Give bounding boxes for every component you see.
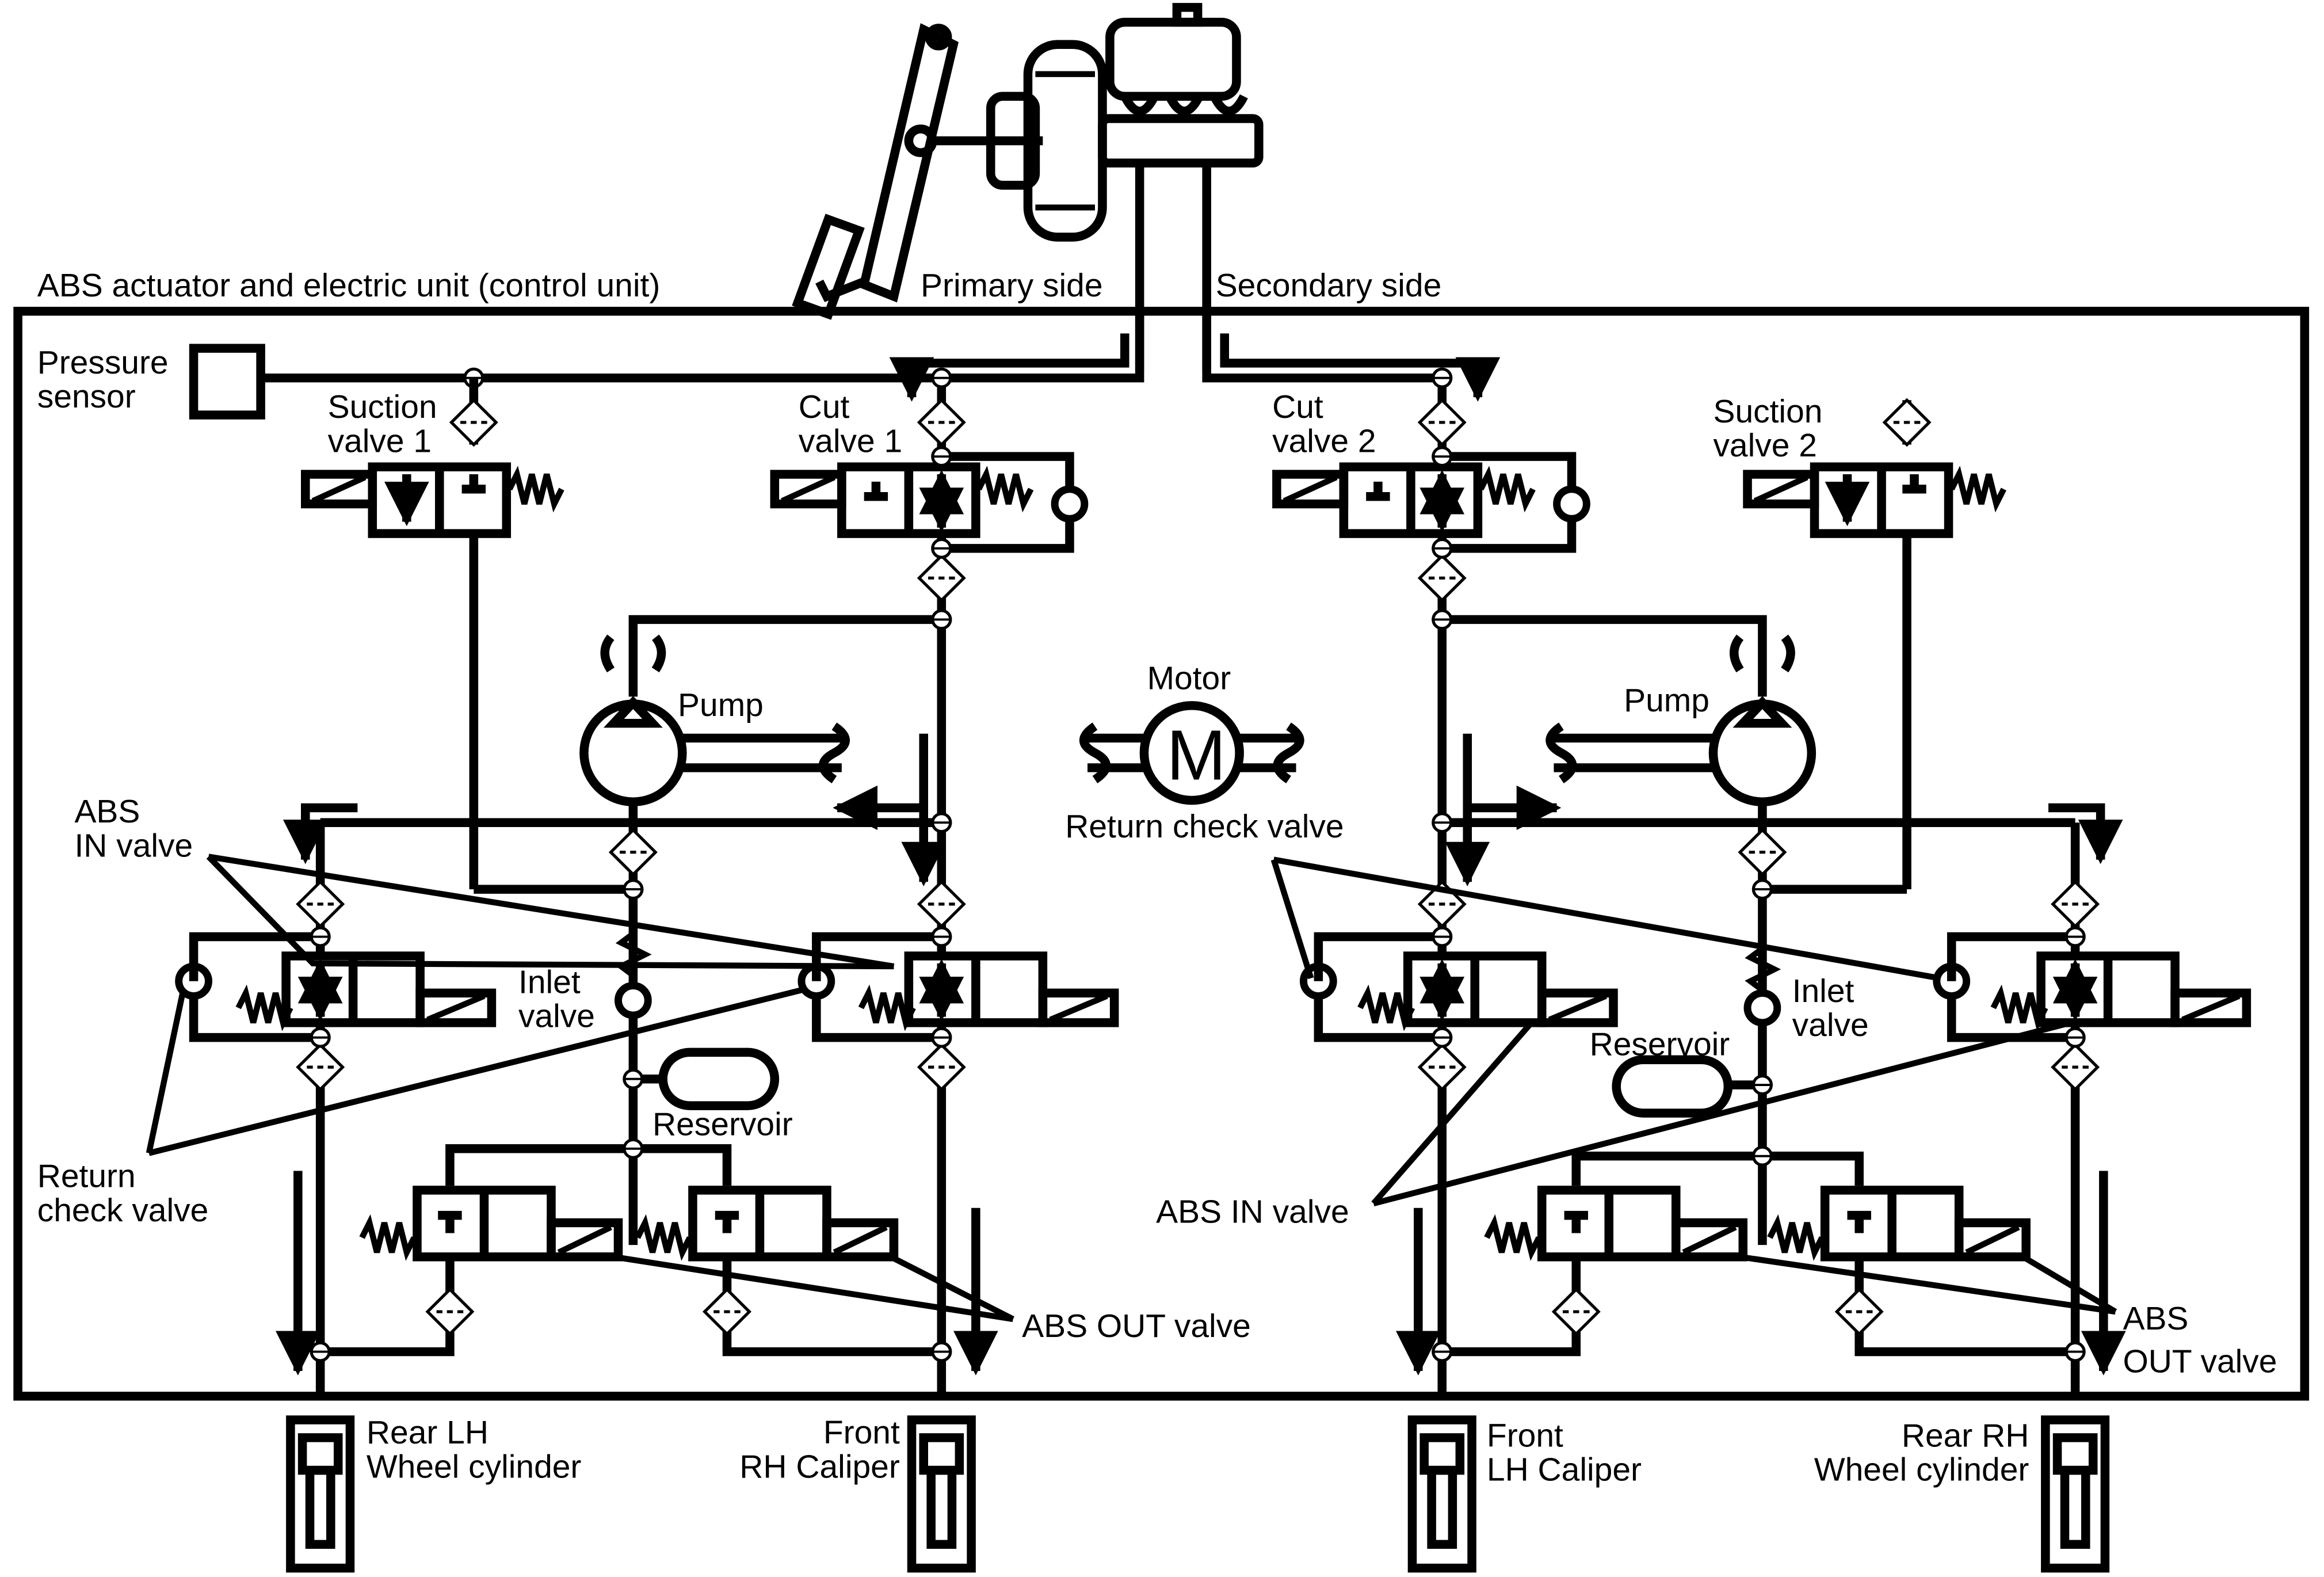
inlet-valve-right-label-1: Inlet [1792,973,1854,1010]
return-check-left-label-1: Return [37,1159,136,1195]
motor-symbol: M [1166,716,1226,795]
pressure-sensor-label-2: sensor [37,379,136,415]
inlet-valve-left [615,931,652,1019]
abs-in-right-label: ABS IN valve [1156,1194,1349,1231]
inlet-valve-right [1743,946,1781,1027]
motor [1079,701,1304,805]
abs-in-left-label-2: IN valve [74,828,193,864]
abs-out-valve-rear-rh [1767,1186,2031,1262]
flow-arrows [275,733,2126,1376]
suction-valve-2 [1743,462,2006,538]
inlet-valve-right-label-2: valve [1792,1007,1869,1043]
abs-out-valve-front-rh [635,1186,899,1262]
front-lh-label-2: LH Caliper [1487,1452,1642,1488]
cut-valve-1-label-2: valve 1 [799,424,902,460]
abs-in-valve-rear-rh [1933,932,2252,1042]
pump-right [1545,634,1817,806]
cut-valve-1-label-1: Cut [799,389,850,425]
pump-right-label: Pump [1624,683,1709,719]
inlet-valve-left-label-1: Inlet [518,965,581,1001]
secondary-side-label: Secondary side [1216,268,1442,304]
suction-valve-1 [300,462,564,538]
suction-valve-2-label-2: valve 2 [1713,428,1817,464]
return-check-valve-center-label: Return check valve [1065,809,1344,845]
inlet-valve-left-label-2: valve [518,999,595,1035]
suction-valve-1-label-2: valve 1 [328,424,432,460]
abs-out-right-label-1: ABS [2123,1301,2188,1337]
suction-valve-1-label-1: Suction [328,389,437,425]
cut-valve-2-label-1: Cut [1272,389,1323,425]
reservoir-right [1612,1055,1733,1118]
abs-out-valve-rear-lh [359,1186,623,1262]
reservoir-left [658,1047,780,1110]
abs-out-valve-front-lh [1484,1186,1748,1262]
abs-out-right-label-2: OUT valve [2123,1344,2277,1380]
actuator-boundary [13,307,2310,1401]
caliper-front-rh [907,1415,976,1573]
cut-valve-2-label-2: valve 2 [1272,424,1376,460]
front-rh-label-1: Front [823,1415,900,1451]
return-check-left-label-2: check valve [37,1193,209,1229]
abs-in-valve-front-rh [797,932,1119,1042]
pump-left [579,634,850,806]
master-cylinder [1098,3,1264,371]
wheel-cylinder-rear-rh [2041,1415,2110,1573]
abs-in-valve-front-lh [1299,932,1618,1042]
cut-valve-1 [770,462,1089,538]
abs-out-center-label: ABS OUT valve [1022,1308,1251,1344]
cut-valve-2 [1272,462,1590,538]
suction-valve-2-label-1: Suction [1713,394,1822,430]
pressure-sensor [189,344,265,420]
pressure-sensor-label-1: Pressure [37,345,169,381]
reservoir-right-label: Reservoir [1590,1027,1730,1063]
abs-in-left-label-1: ABS [74,794,140,830]
labels: ABS actuator and electric unit (control … [37,268,2277,1488]
front-lh-label-1: Front [1487,1418,1563,1454]
caliper-front-lh [1407,1415,1476,1573]
rear-lh-label-1: Rear LH [367,1415,489,1451]
front-rh-label-2: RH Caliper [739,1449,899,1485]
abs-in-valve-rear-lh [175,932,497,1042]
secondary-line [1202,311,1501,402]
primary-side-label: Primary side [921,268,1102,304]
unit-title: ABS actuator and electric unit (control … [37,268,661,304]
rear-rh-label-2: Wheel cylinder [1814,1452,2029,1488]
pump-left-label: Pump [678,687,764,723]
motor-label: Motor [1147,661,1231,697]
reservoir-left-label: Reservoir [652,1107,793,1143]
wheel-cylinder-rear-lh [286,1415,355,1573]
leader-lines [146,854,2117,1323]
rear-lh-label-2: Wheel cylinder [367,1449,581,1485]
rear-rh-label-1: Rear RH [1902,1418,2029,1454]
